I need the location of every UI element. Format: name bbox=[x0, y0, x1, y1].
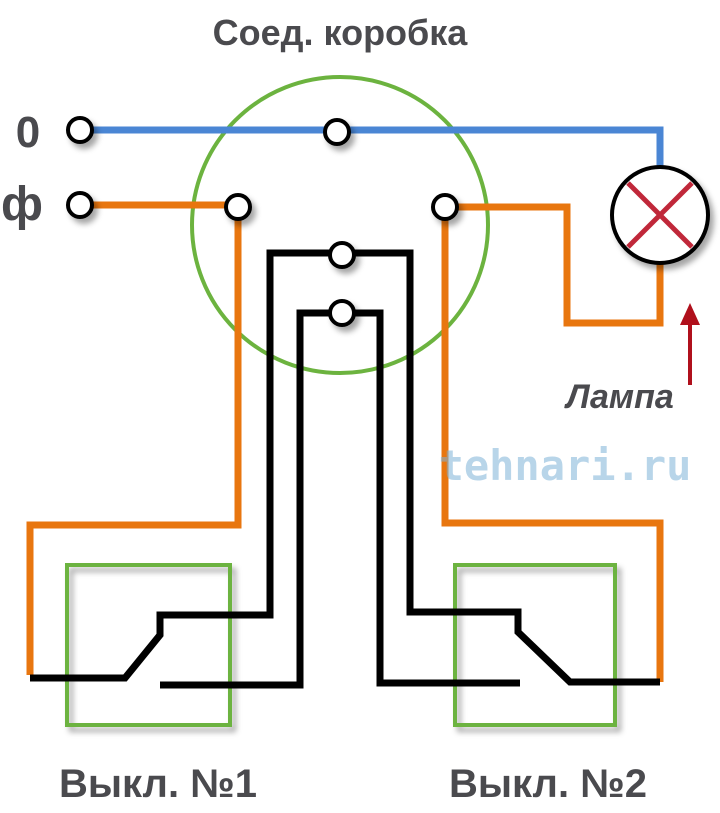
switch-1-label: Выкл. №1 bbox=[59, 762, 257, 806]
phase-terminal bbox=[66, 191, 94, 219]
lamp-icon bbox=[610, 165, 710, 265]
traveler-wire-1b bbox=[160, 309, 330, 689]
watermark: tehnari.ru bbox=[439, 441, 692, 490]
box-terminal-phase bbox=[224, 193, 252, 221]
neutral-wire bbox=[92, 126, 664, 168]
switch-2-wire bbox=[441, 219, 664, 682]
box-terminal-lamp bbox=[431, 193, 459, 221]
box-terminal-traveler-2 bbox=[328, 299, 356, 327]
lamp-label: Лампа bbox=[563, 378, 674, 416]
box-terminal-traveler-1 bbox=[328, 241, 356, 269]
switch-2-box bbox=[453, 563, 617, 727]
junction-box bbox=[190, 75, 490, 375]
lamp-feed-wire bbox=[457, 203, 664, 327]
traveler-wire-2b bbox=[354, 309, 520, 687]
lamp-arrow-icon bbox=[680, 303, 700, 385]
box-terminal-neutral bbox=[323, 118, 351, 146]
traveler-wire-2a bbox=[354, 249, 660, 686]
switch-2-label: Выкл. №2 bbox=[449, 762, 647, 806]
neutral-terminal bbox=[66, 116, 94, 144]
neutral-label: 0 bbox=[16, 108, 40, 157]
junction-box-title: Соед. коробка bbox=[213, 12, 469, 53]
traveler-wire-1a bbox=[30, 249, 330, 682]
phase-wire-to-switch-1 bbox=[26, 219, 242, 675]
switch-1-box bbox=[65, 563, 232, 727]
phase-label: ф bbox=[1, 178, 43, 231]
